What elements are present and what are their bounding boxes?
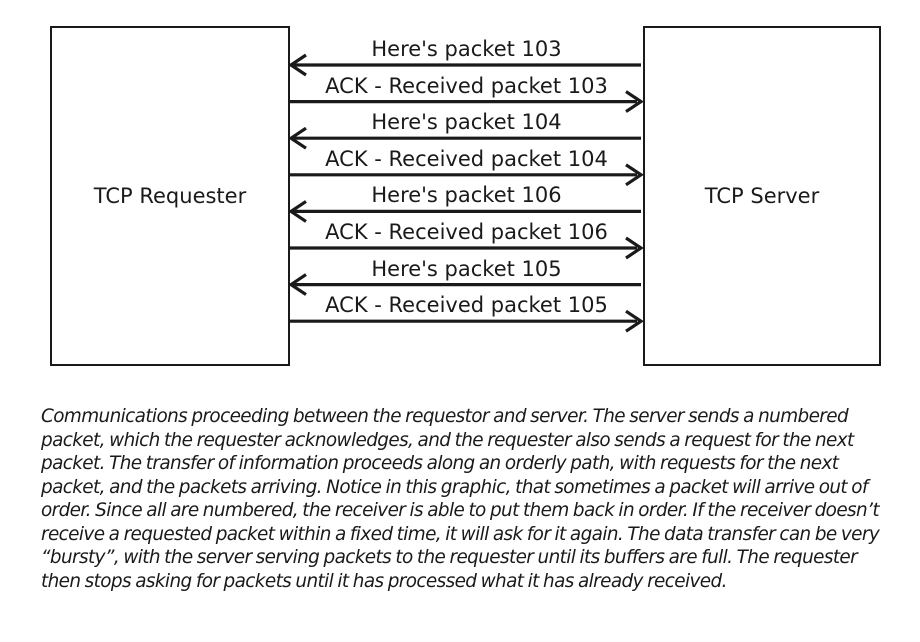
message-label: Here's packet 106: [371, 183, 562, 208]
arrowhead-right-icon: [625, 309, 644, 333]
message-label: ACK - Received packet 105: [325, 293, 608, 318]
message-label: ACK - Received packet 103: [325, 73, 608, 98]
arrow-to-server: [290, 90, 644, 113]
arrow-to-requester: [288, 200, 641, 223]
arrowhead-left-icon: [288, 126, 307, 150]
arrowhead-left-icon: [288, 200, 307, 223]
message-arrows: [288, 53, 644, 333]
arrowhead-left-icon: [288, 273, 307, 296]
message-label: Here's packet 105: [371, 256, 562, 281]
arrowhead-right-icon: [625, 163, 644, 187]
message-label: Here's packet 104: [371, 110, 562, 135]
arrow-to-requester: [288, 126, 641, 150]
arrow-to-server: [290, 236, 644, 260]
arrowhead-left-icon: [288, 53, 307, 77]
figure-caption: Communications proceeding between the re…: [41, 406, 880, 592]
arrowhead-right-icon: [625, 90, 644, 113]
arrowhead-right-icon: [625, 236, 644, 260]
arrow-to-requester: [288, 53, 641, 77]
tcp-requester-box: TCP Requester: [50, 26, 290, 366]
arrow-to-server: [290, 309, 644, 333]
arrow-to-requester: [288, 273, 641, 296]
tcp-server-box: TCP Server: [643, 26, 881, 366]
message-label: ACK - Received packet 106: [325, 220, 608, 244]
arrow-to-server: [290, 163, 644, 187]
message-label: Here's packet 103: [371, 37, 562, 61]
message-label: ACK - Received packet 104: [325, 146, 608, 171]
tcp-requester-label: TCP Requester: [93, 184, 247, 208]
tcp-server-label: TCP Server: [704, 184, 820, 208]
tcp-exchange-diagram: TCP Requester TCP Server Here's packet 1…: [50, 26, 881, 366]
